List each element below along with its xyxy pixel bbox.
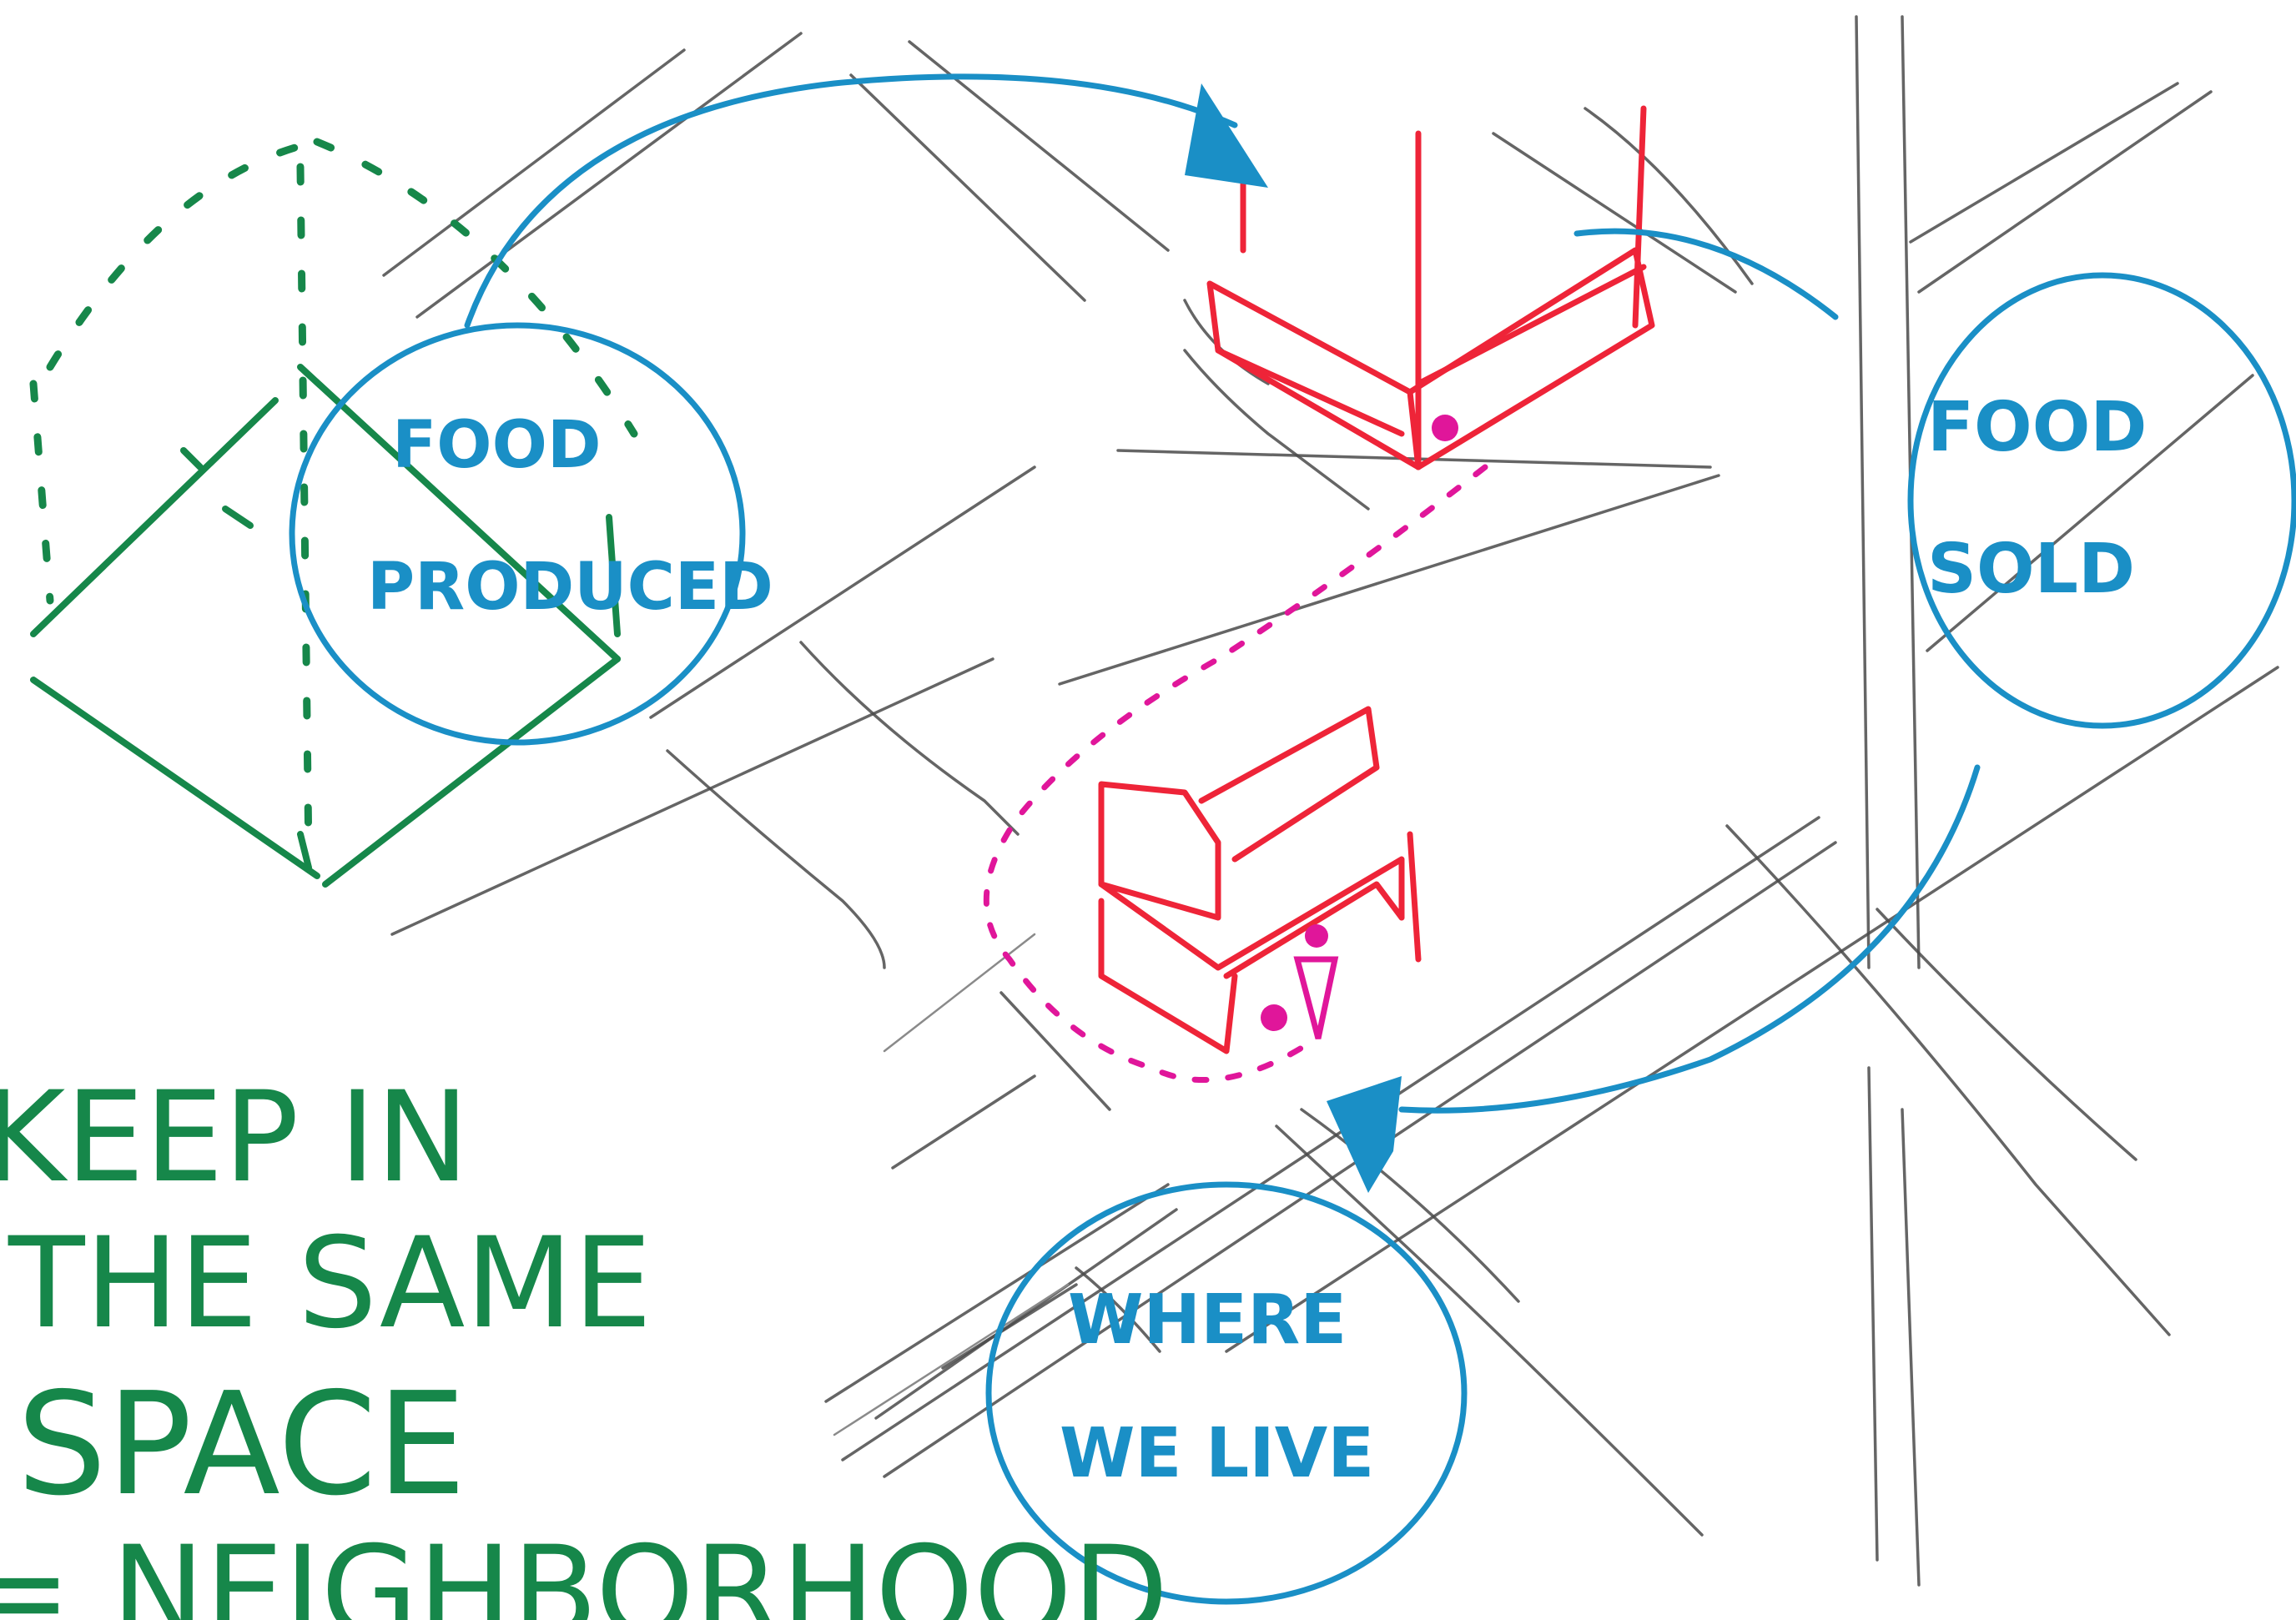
upper-avenue-4 (1058, 474, 1720, 686)
cross-street-10 (1300, 1108, 1520, 1303)
field-tick-3 (606, 514, 621, 637)
field-edge-bottom-right (322, 656, 621, 888)
food-produced-line1: FOOD (392, 408, 602, 483)
field-tick-1 (222, 506, 254, 529)
avenue-edge-5 (941, 1283, 1078, 1370)
where-we-live-line1: WHERE (1068, 1280, 1347, 1360)
lower-avenue-2 (891, 1074, 1036, 1170)
market-post-3 (1632, 105, 1647, 329)
field-arrow-tip (297, 831, 312, 871)
home-wall-front (1098, 856, 1405, 971)
field-tick-2 (180, 447, 204, 470)
street-grid (382, 15, 2279, 1587)
upper-avenue-3 (649, 465, 1036, 719)
field-dash-arc-2 (313, 138, 638, 438)
cross-street-9 (1275, 1124, 1704, 1537)
circle-food-produced: FOOD PRODUCED (289, 322, 773, 746)
walking-path (983, 415, 1488, 1083)
home-wall-left (1098, 781, 1221, 921)
upper-avenue-8 (1926, 374, 2254, 652)
arrow-sold-to-home (1398, 764, 1981, 1114)
food-sold-line2: SOLD (1927, 530, 2135, 609)
home-base (1098, 898, 1238, 1054)
note-line2: THE SAME (8, 1211, 652, 1356)
upper-avenue-2 (415, 32, 803, 319)
circle-sold-outline (1907, 272, 2296, 729)
field-edge-top-right (297, 364, 621, 662)
note-line4: = NEIGHBORHOOD (0, 1520, 1169, 1620)
arrow-market-to-sold (1573, 228, 1839, 320)
home-building (1098, 706, 1422, 1054)
home-roof (1198, 706, 1380, 863)
arrow-head-market (1185, 83, 1268, 188)
flow-arrows (464, 73, 1981, 1193)
note-text: KEEP IN THE SAME SPACE = NEIGHBORHOOD (0, 1065, 1169, 1620)
cross-street-3 (1183, 349, 1370, 511)
cross-street-7 (666, 749, 886, 969)
market-wall-left (1206, 280, 1422, 470)
food-sold-line1: FOOD (1927, 388, 2147, 467)
upper-avenue-7 (1917, 90, 2213, 294)
market-stripe-1 (1215, 347, 1405, 437)
person-home (1261, 1004, 1287, 1031)
cross-street-13 (1075, 1266, 1161, 1353)
arrow-produced-to-sold (464, 73, 1238, 329)
food-produced-line2: PRODUCED (367, 550, 773, 625)
home-side (1223, 881, 1405, 979)
person-head (1305, 924, 1328, 948)
person-market (1432, 415, 1458, 441)
faint-street-2 (883, 933, 1036, 1053)
note-line3: SPACE (17, 1362, 466, 1527)
cross-street-8 (999, 991, 1111, 1111)
avenue-edge-1 (841, 816, 1820, 1462)
cross-street-5 (1584, 107, 1754, 285)
vertical-street-1 (1855, 15, 1871, 969)
field-edge-bottom-left (30, 677, 320, 879)
cross-street-12 (1876, 908, 2137, 1161)
circle-food-sold: FOOD SOLD (1907, 272, 2296, 729)
avenue-edge-3 (874, 1208, 1178, 1420)
avenue-edge-4 (1225, 666, 2279, 1353)
home-post (1407, 831, 1422, 963)
where-we-live-line2: WE LIVE (1060, 1414, 1374, 1493)
faint-street-1 (833, 1283, 1070, 1436)
field-edge-top-left (30, 397, 279, 637)
note-line1: KEEP IN (0, 1065, 470, 1210)
cross-street-2 (908, 40, 1170, 252)
circle-live-outline (985, 1181, 1468, 1605)
lower-avenue-1 (390, 657, 994, 936)
lower-avenue-3 (824, 1183, 1170, 1403)
cross-street-1 (849, 73, 1086, 302)
cross-street-6 (799, 641, 1020, 836)
field-dash-left (29, 380, 54, 605)
circle-where-we-live: WHERE WE LIVE (985, 1181, 1468, 1605)
cross-street-4 (1492, 132, 1737, 294)
upper-avenue-6 (1909, 82, 2179, 244)
upper-avenue-1 (382, 48, 686, 277)
vertical-street-4 (1901, 1108, 1921, 1587)
market-wall-right (1407, 247, 1655, 470)
field-dash-vertical (296, 163, 313, 863)
farm-field (29, 138, 638, 888)
market-stripe-2 (1415, 264, 1647, 387)
cross-street-11 (1725, 824, 2171, 1336)
circle-produced-outline (289, 322, 746, 746)
arrow-head-home (1327, 1076, 1402, 1193)
field-dash-arc-1 (46, 138, 321, 371)
vertical-street-3 (1867, 1066, 1879, 1562)
person-body (1293, 956, 1339, 1039)
upper-avenue-5 (1116, 449, 1712, 469)
market-building (1206, 105, 1655, 470)
